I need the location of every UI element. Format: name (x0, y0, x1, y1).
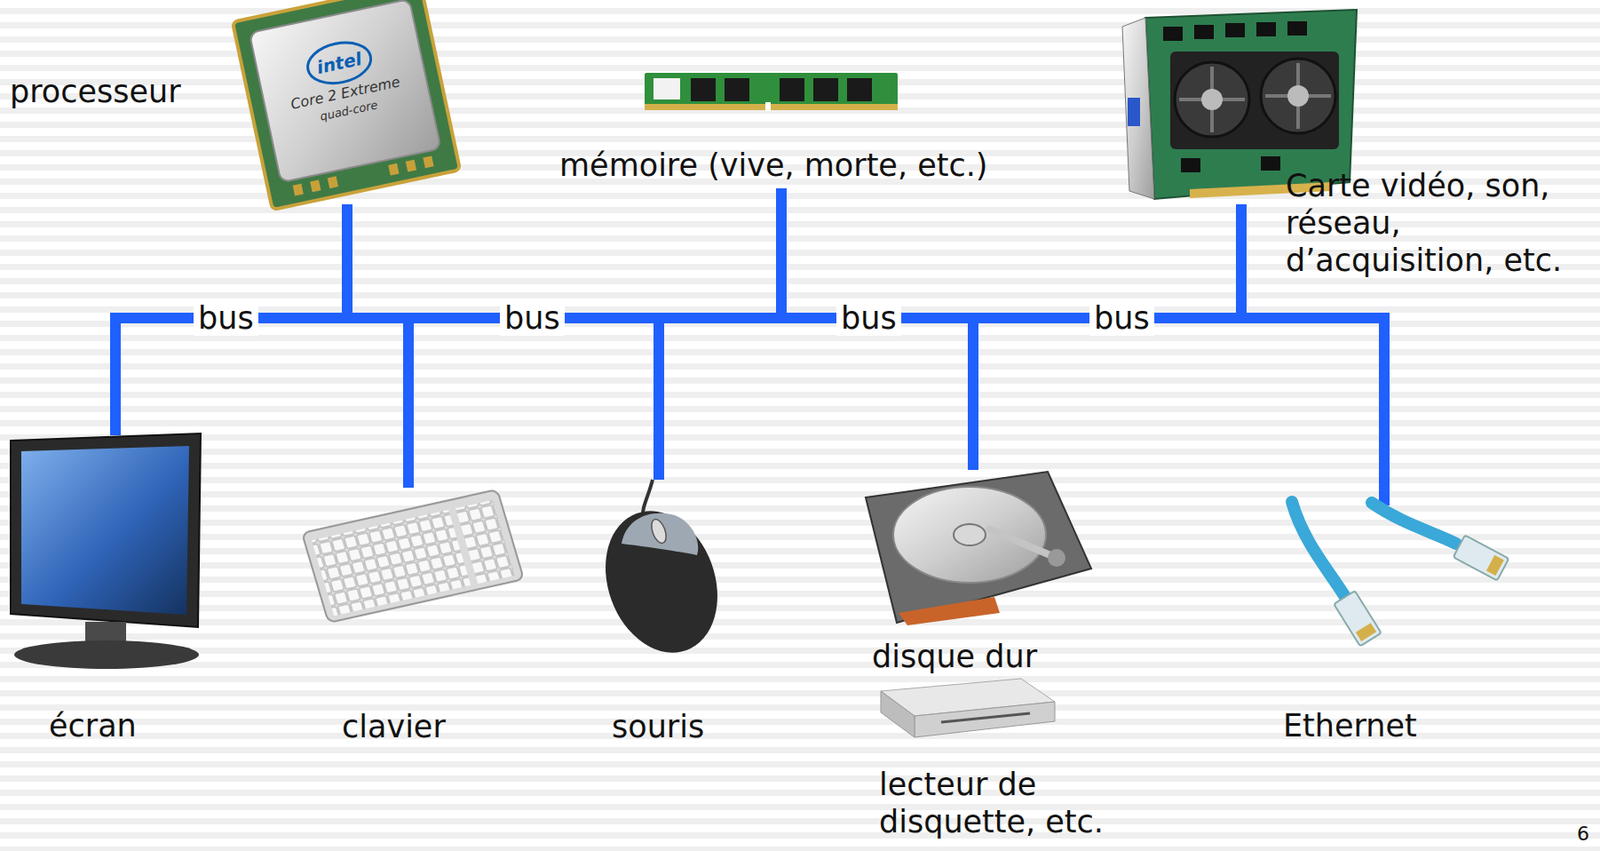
bus-label: bus (499, 300, 565, 336)
processor-chip (232, 0, 460, 210)
component-label: écran (48, 706, 137, 745)
hard-disk (865, 471, 1092, 626)
component-label: clavier (341, 707, 446, 745)
component-label: mémoire (vive, morte, etc.) (559, 146, 988, 184)
bus-line (115, 188, 1385, 506)
chip-logo: intel (315, 47, 365, 79)
page-number: 6 (1576, 822, 1590, 846)
component-label: souris (611, 707, 705, 745)
mouse (586, 479, 737, 669)
bus-label: bus (836, 300, 902, 336)
component-label: processeur (9, 72, 182, 111)
component-label: disque dur (871, 637, 1038, 675)
memory-module (644, 72, 898, 111)
monitor (10, 433, 201, 669)
component-label: Carte vidéo, son, réseau, d’acquisition,… (1285, 166, 1570, 279)
bus-label: bus (193, 300, 259, 336)
component-label: Ethernet (1283, 706, 1418, 745)
ethernet-cable (1291, 501, 1509, 646)
component-label: lecteur de disquette, etc. (879, 765, 1119, 840)
keyboard (301, 489, 524, 623)
floppy-drive (880, 678, 1055, 737)
bus-label: bus (1089, 300, 1155, 336)
